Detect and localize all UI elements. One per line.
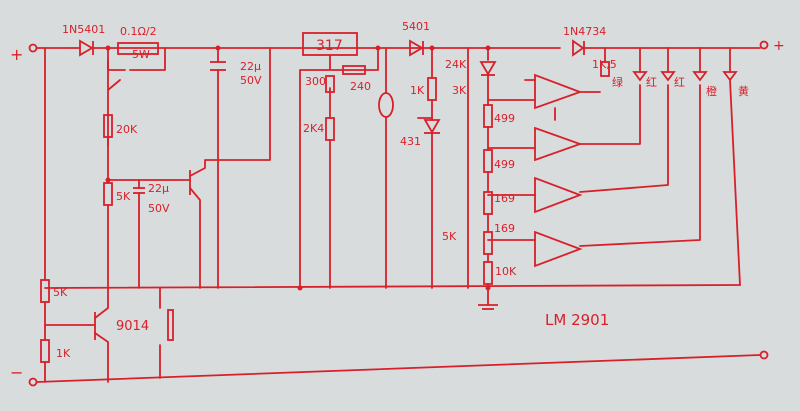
comparator-2 xyxy=(534,84,641,162)
label-cap-50v-small: 50V xyxy=(148,202,170,215)
label-res-3k: 3K xyxy=(452,84,467,97)
junction-dots xyxy=(105,45,491,291)
led-array xyxy=(600,47,741,286)
terminal-plus-right xyxy=(759,40,769,50)
label-led-red1: 红 xyxy=(646,76,657,89)
terminal-minus-left xyxy=(28,377,38,387)
comparator-4 xyxy=(534,84,701,268)
label-transistor: 9014 xyxy=(116,319,149,334)
label-ic: LM 2901 xyxy=(545,311,609,329)
label-diode-mid: 5401 xyxy=(402,20,430,33)
left-divider xyxy=(40,47,91,383)
label-res-499-b: 499 xyxy=(494,158,515,171)
label-zener: 431 xyxy=(400,135,421,148)
label-led-orange: 橙 xyxy=(706,84,717,98)
label-res-sense: 0.1Ω/2 xyxy=(120,25,157,38)
mid-left-branch xyxy=(103,47,271,289)
terminal-minus-right xyxy=(759,350,769,360)
label-led-green: 绿 xyxy=(612,75,623,89)
label-res-24k: 24K xyxy=(445,58,467,71)
diode-output xyxy=(572,39,585,57)
label-minus-left: − xyxy=(10,363,23,382)
switch-button xyxy=(159,287,174,379)
label-res-5k-mid: 5K xyxy=(116,190,131,203)
label-res-20k: 20K xyxy=(116,123,138,136)
label-plus-left: + xyxy=(10,45,23,64)
label-res-240: 240 xyxy=(350,80,371,93)
label-led-yellow: 黄 xyxy=(738,84,749,98)
diode-input xyxy=(71,39,109,57)
label-res-10k: 10K xyxy=(495,265,517,278)
label-reg: 317 xyxy=(316,38,343,54)
label-cap-50v-big: 50V xyxy=(240,74,262,87)
rails xyxy=(28,40,769,387)
label-res-sense-power: 5W xyxy=(132,48,150,61)
label-res-499-a: 499 xyxy=(494,112,515,125)
regulator-317 xyxy=(299,32,379,289)
label-res-1k-left: 1K xyxy=(56,347,71,360)
comparator-3 xyxy=(534,84,669,214)
thermistor xyxy=(378,47,394,289)
transistor-9014 xyxy=(89,287,109,383)
label-res-1k5: 1K,5 xyxy=(592,58,617,71)
label-plus-right: + xyxy=(773,38,785,54)
label-led-red2: 红 xyxy=(674,76,685,89)
label-cap-22u-big: 22μ xyxy=(240,60,261,73)
label-res-2k4: 2K4 xyxy=(303,122,324,135)
label-diode-out: 1N4734 xyxy=(563,25,606,38)
label-res-1k: 1K xyxy=(410,84,425,97)
label-res-5k-left: 5K xyxy=(53,286,68,299)
label-res-169-a: 169 xyxy=(494,192,515,205)
label-pot-300: 300 xyxy=(305,75,326,88)
label-cap-22u-small: 22μ xyxy=(148,182,169,195)
label-res-5k-div: 5K xyxy=(442,230,457,243)
label-diode-in: 1N5401 xyxy=(62,23,105,36)
terminal-plus-left xyxy=(28,43,38,53)
reference-431 xyxy=(417,47,441,289)
label-res-169-b: 169 xyxy=(494,222,515,235)
comparator-1 xyxy=(524,73,601,121)
diode-mid xyxy=(409,39,424,57)
